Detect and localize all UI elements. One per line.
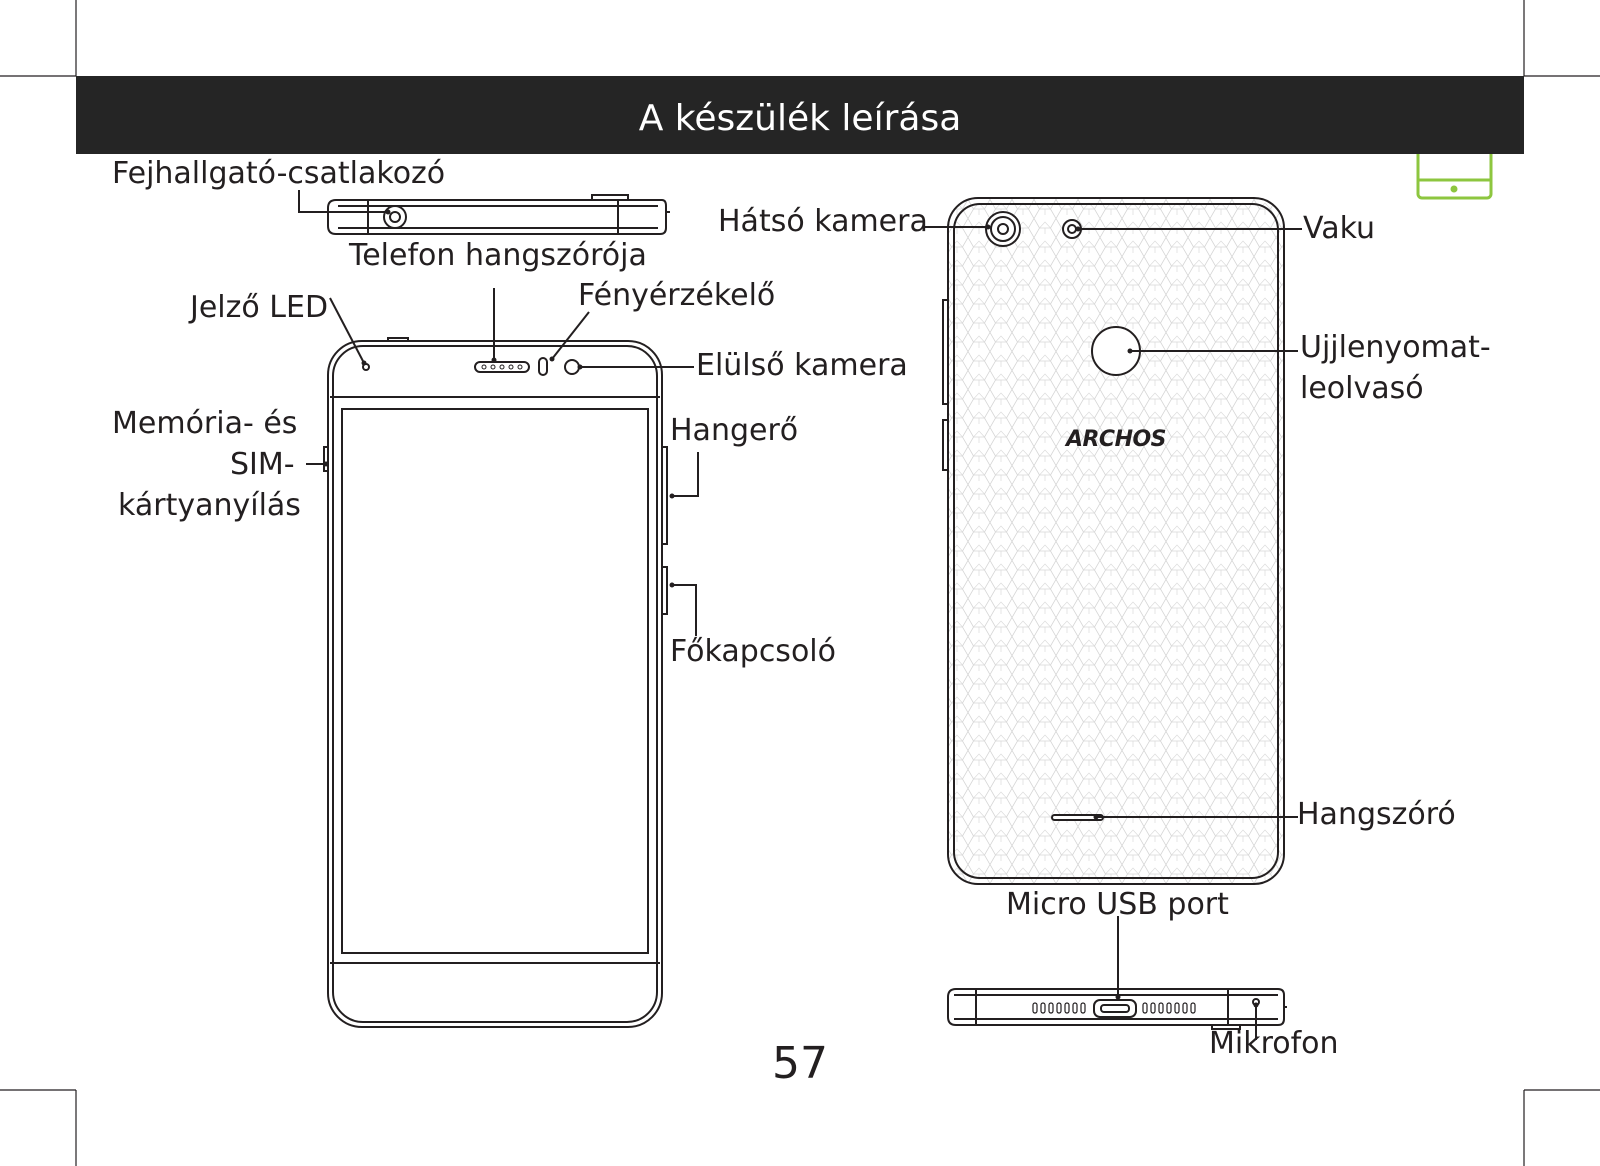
leader-dots — [323, 209, 1259, 1008]
bottom-edge-view — [947, 988, 1287, 1030]
label-volume: Hangerő — [670, 413, 799, 448]
label-headphone-jack: Fejhallgató-csatlakozó — [112, 156, 446, 191]
back-view — [942, 197, 1285, 885]
label-card-slot-line3: kártyanyílás — [118, 488, 301, 523]
label-rear-camera: Hátsó kamera — [718, 204, 928, 239]
label-card-slot-line1: Memória- és — [112, 406, 298, 441]
label-fingerprint-line2: leolvasó — [1300, 371, 1424, 406]
page-number: 57 — [772, 1038, 828, 1089]
label-card-slot-line2: SIM- — [230, 447, 295, 482]
label-earpiece: Telefon hangszórója — [349, 238, 647, 273]
label-indicator-led: Jelző LED — [190, 290, 329, 325]
label-power: Főkapcsoló — [670, 634, 836, 669]
label-speaker: Hangszóró — [1297, 797, 1456, 832]
label-light-sensor: Fényérzékelő — [578, 278, 776, 313]
label-front-camera: Elülső kamera — [696, 348, 908, 383]
top-edge-view — [327, 194, 670, 235]
archos-logo: ARCHOS — [1064, 427, 1166, 452]
page-title: A készülék leírása — [638, 98, 962, 139]
front-view — [323, 337, 668, 1028]
leader-lines — [298, 190, 1302, 1040]
label-fingerprint-line1: Ujjlenyomat- — [1300, 330, 1491, 365]
label-microphone: Mikrofon — [1209, 1026, 1339, 1061]
label-flash: Vaku — [1303, 211, 1376, 246]
label-usb: Micro USB port — [1006, 887, 1229, 922]
page-header: A készülék leírása — [76, 76, 1524, 154]
